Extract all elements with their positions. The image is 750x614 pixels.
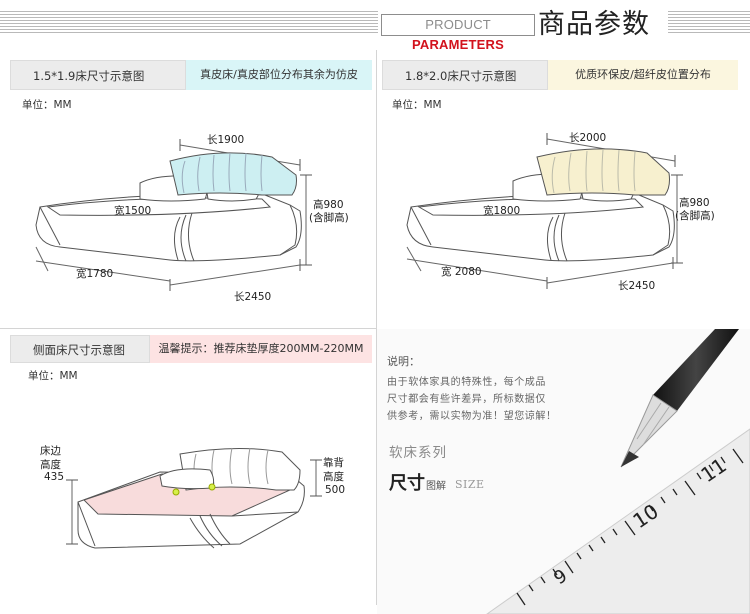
panel-a-unit: 单位：MM bbox=[22, 99, 72, 111]
back-label-2: 高度 bbox=[323, 471, 344, 483]
panel-b-unit: 单位：MM bbox=[392, 99, 442, 111]
panel-b-note: 优质环保皮/超纤皮位置分布 bbox=[548, 60, 738, 90]
page-header: PRODUCT PARAMETERS 商品参数 bbox=[0, 0, 750, 52]
panel-a-height: 高980 bbox=[313, 199, 344, 211]
note-line-2: 尺寸都会有些许差异，所标数据仅 bbox=[387, 394, 546, 405]
panel-a-note: 真皮床/真皮部位分布其余为仿皮 bbox=[186, 60, 372, 90]
panel-b-width: 宽1800 bbox=[483, 205, 521, 217]
edge-label-2: 高度 bbox=[40, 459, 61, 471]
horizontal-divider bbox=[0, 328, 376, 329]
panel-c-caption: 侧面床尺寸示意图 bbox=[10, 335, 150, 363]
header-stripes-left bbox=[0, 11, 378, 35]
note-line-1: 由于软体家具的特殊性，每个成品 bbox=[387, 377, 546, 388]
size-english: SIZE bbox=[455, 478, 485, 491]
panel-a-outer-length: 长2450 bbox=[234, 291, 272, 303]
product-parameters-badge: PRODUCT PARAMETERS bbox=[381, 14, 535, 52]
panel-a-width: 宽1500 bbox=[114, 205, 152, 217]
bed-side-diagram bbox=[66, 447, 322, 549]
series-title: 软床系列 bbox=[389, 445, 447, 461]
panel-a-length: 长1900 bbox=[207, 134, 245, 146]
back-value: 500 bbox=[325, 484, 346, 496]
note-line-3: 供参考，需以实物为准！望您谅解！ bbox=[387, 411, 557, 422]
panel-c-note: 温馨提示：推荐床垫厚度200MM-220MM bbox=[150, 335, 372, 363]
back-label-1: 靠背 bbox=[323, 457, 344, 469]
edge-value: 435 bbox=[44, 471, 65, 483]
panel-b-height-sub: (含脚高) bbox=[675, 210, 715, 222]
vertical-divider bbox=[376, 50, 377, 605]
panel-b-height: 高980 bbox=[679, 197, 710, 209]
note-title: 说明： bbox=[387, 355, 420, 368]
panel-b-outer-width: 宽 2080 bbox=[441, 266, 482, 278]
size-title: 尺寸 bbox=[389, 473, 425, 494]
parameters-label: PARAMETERS bbox=[411, 37, 505, 52]
ruler-and-pencil-illustration: 9 10 11 bbox=[486, 329, 750, 614]
edge-label-1: 床边 bbox=[40, 445, 61, 457]
panel-a-height-sub: (含脚高) bbox=[309, 212, 349, 224]
bed-diagram-a bbox=[35, 139, 312, 291]
panel-b-length: 长2000 bbox=[569, 132, 607, 144]
panel-a-caption: 1.5*1.9床尺寸示意图 bbox=[10, 60, 186, 90]
header-stripes-right bbox=[668, 11, 750, 35]
panel-b-caption: 1.8*2.0床尺寸示意图 bbox=[382, 60, 548, 90]
page-title: 商品参数 bbox=[538, 9, 650, 40]
panel-c-unit: 单位：MM bbox=[28, 370, 78, 382]
product-label: PRODUCT bbox=[425, 17, 491, 32]
size-subtitle: 图解 bbox=[426, 481, 446, 492]
panel-a-outer-width: 宽1780 bbox=[76, 268, 114, 280]
bed-diagram-b bbox=[406, 133, 683, 289]
panel-b-outer-length: 长2450 bbox=[618, 280, 656, 292]
notes-panel: 9 10 11 说明： 由于软体家具的特殊性，每个成品 尺寸都会有些许差异，所标… bbox=[377, 329, 750, 614]
